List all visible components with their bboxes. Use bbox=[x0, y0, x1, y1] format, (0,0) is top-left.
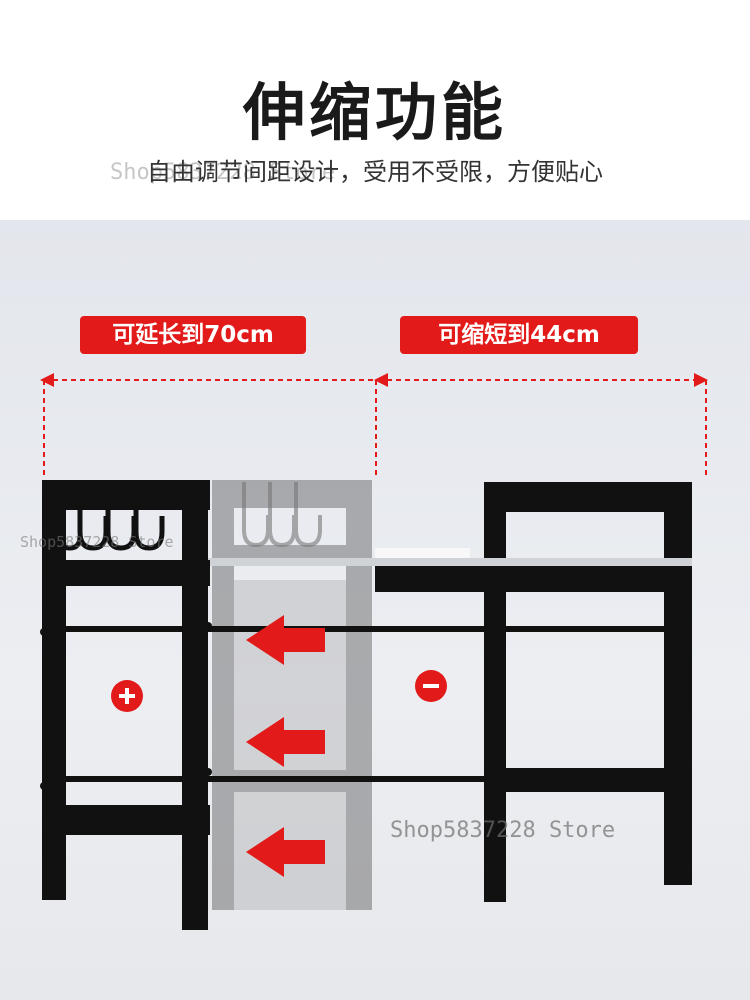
left-frame bbox=[42, 480, 210, 930]
arrow-left-icon bbox=[246, 717, 325, 767]
plus-icon bbox=[111, 680, 143, 712]
store-watermark-bottom: Shop5837228 Store bbox=[390, 818, 616, 843]
shorten-length-badge: 可缩短到44cm bbox=[400, 316, 638, 354]
cross-tubes bbox=[66, 626, 676, 782]
store-watermark-left: Shop5837228 Store bbox=[20, 533, 174, 551]
minus-icon bbox=[415, 670, 447, 702]
header-section: 伸缩功能 Shop5837228 Store 自由调节间距设计，受用不受限，方便… bbox=[0, 0, 750, 220]
ghost-hooks bbox=[242, 482, 322, 548]
dimension-lines bbox=[43, 379, 707, 478]
dimension-arrowheads bbox=[40, 373, 708, 387]
page-subtitle: 自由调节间距设计，受用不受限，方便贴心 bbox=[147, 158, 603, 186]
arrow-left-icon bbox=[246, 827, 325, 877]
shelf-board bbox=[200, 548, 692, 592]
bolt-dots bbox=[40, 622, 212, 790]
extend-length-badge: 可延长到70cm bbox=[80, 316, 306, 354]
arrow-left-icon bbox=[246, 615, 325, 665]
store-watermark-top: Shop5837228 Store bbox=[110, 160, 336, 185]
hook-rail bbox=[55, 486, 165, 551]
page-title: 伸缩功能 bbox=[242, 76, 507, 149]
shrink-arrows bbox=[246, 615, 325, 877]
